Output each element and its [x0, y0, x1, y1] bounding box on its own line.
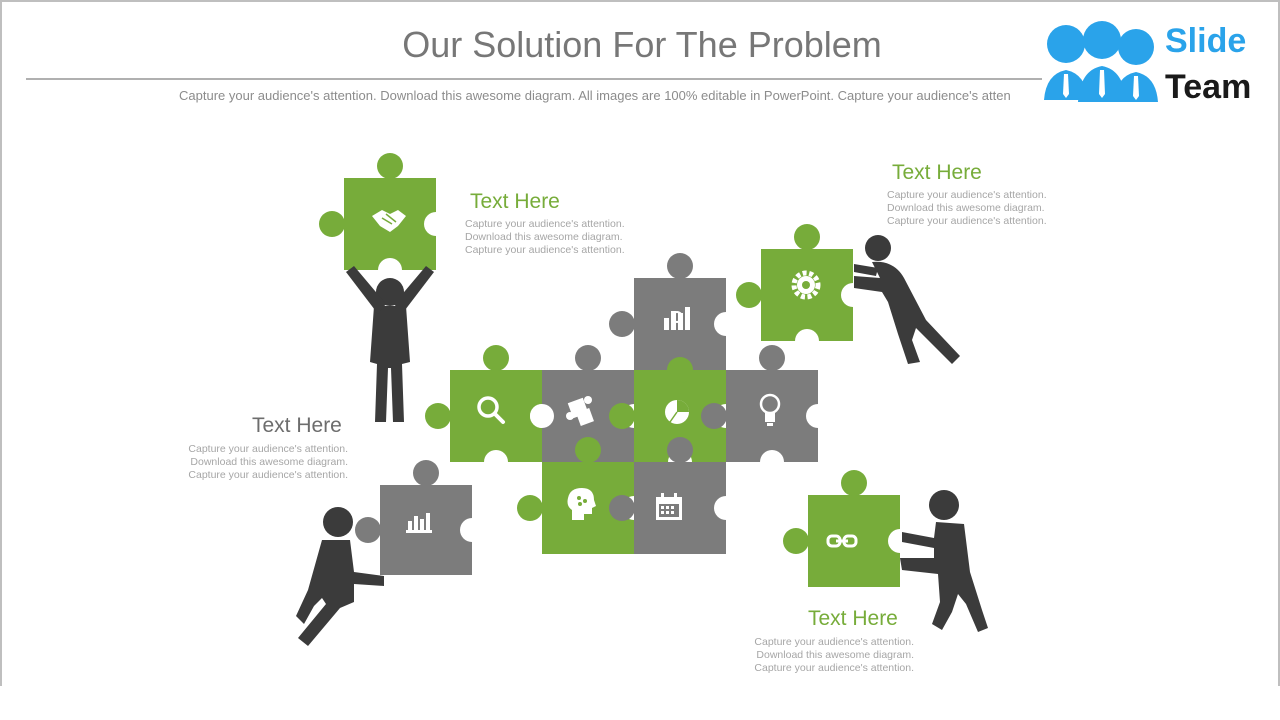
textbox-3-line-1: Capture your audience's attention. — [188, 443, 348, 455]
page-title: Our Solution For The Problem — [402, 24, 882, 65]
textbox-2-line-3: Capture your audience's attention. — [887, 215, 1047, 227]
pie-chart-icon — [665, 400, 689, 424]
logo-text-team: Team — [1165, 68, 1252, 106]
textbox-1-line-2: Download this awesome diagram. — [465, 231, 623, 243]
textbox-4-heading: Text Here — [808, 607, 898, 630]
puzzle-piece-calendar — [609, 437, 738, 554]
textbox-2-line-2: Download this awesome diagram. — [887, 202, 1045, 214]
textbox-1-heading: Text Here — [470, 190, 560, 213]
textbox-3-heading: Text Here — [252, 414, 342, 437]
handshake-icon — [372, 210, 406, 232]
textbox-1-body: Capture your audience's attention. Downl… — [465, 218, 625, 257]
puzzle-piece-chart — [609, 253, 738, 370]
subtitle: Capture your audience's attention. Downl… — [179, 88, 1011, 103]
puzzle-piece-bar-chart — [355, 460, 484, 575]
puzzle-icon — [566, 396, 594, 426]
calendar-icon — [656, 493, 682, 520]
lightbulb-icon — [759, 393, 781, 426]
figure-carrying — [296, 507, 384, 646]
puzzle-piece-bulb — [701, 345, 830, 474]
textbox-2-heading: Text Here — [892, 161, 982, 184]
chart-icon — [664, 307, 690, 330]
figure-lifting — [346, 266, 434, 422]
textbox-2-body: Capture your audience's attention. Downl… — [887, 189, 1047, 228]
brain-icon — [567, 488, 596, 520]
link-icon — [826, 534, 858, 548]
logo-text-slide: Slide — [1165, 22, 1247, 60]
search-icon — [477, 396, 505, 424]
textbox-4-body: Capture your audience's attention. Downl… — [732, 636, 914, 675]
puzzle-piece-gear — [736, 224, 865, 353]
slide: Our Solution For The Problem Capture you… — [0, 0, 1280, 686]
textbox-2-line-1: Capture your audience's attention. — [887, 189, 1047, 201]
title-divider — [26, 78, 1260, 80]
bar-chart-icon — [406, 513, 432, 533]
textbox-4-line-2: Download this awesome diagram. — [756, 649, 914, 661]
people-logo-icon — [1044, 21, 1158, 102]
textbox-4-line-1: Capture your audience's attention. — [754, 636, 914, 648]
figure-pushing-right — [854, 235, 960, 364]
slide-bottom-margin — [0, 686, 1280, 720]
textbox-1-line-1: Capture your audience's attention. — [465, 218, 625, 230]
slideteam-logo — [1042, 20, 1267, 110]
textbox-3-line-2: Download this awesome diagram. — [190, 456, 348, 468]
textbox-1-line-3: Capture your audience's attention. — [465, 244, 625, 256]
textbox-3-line-3: Capture your audience's attention. — [188, 469, 348, 481]
figure-pushing-left — [900, 490, 988, 632]
puzzle-piece-link — [783, 470, 912, 587]
gear-icon — [791, 270, 821, 300]
textbox-3-body: Capture your audience's attention. Downl… — [166, 443, 348, 482]
textbox-4-line-3: Capture your audience's attention. — [754, 662, 914, 674]
puzzle-diagram — [296, 153, 988, 646]
puzzle-piece-handshake — [319, 153, 448, 282]
